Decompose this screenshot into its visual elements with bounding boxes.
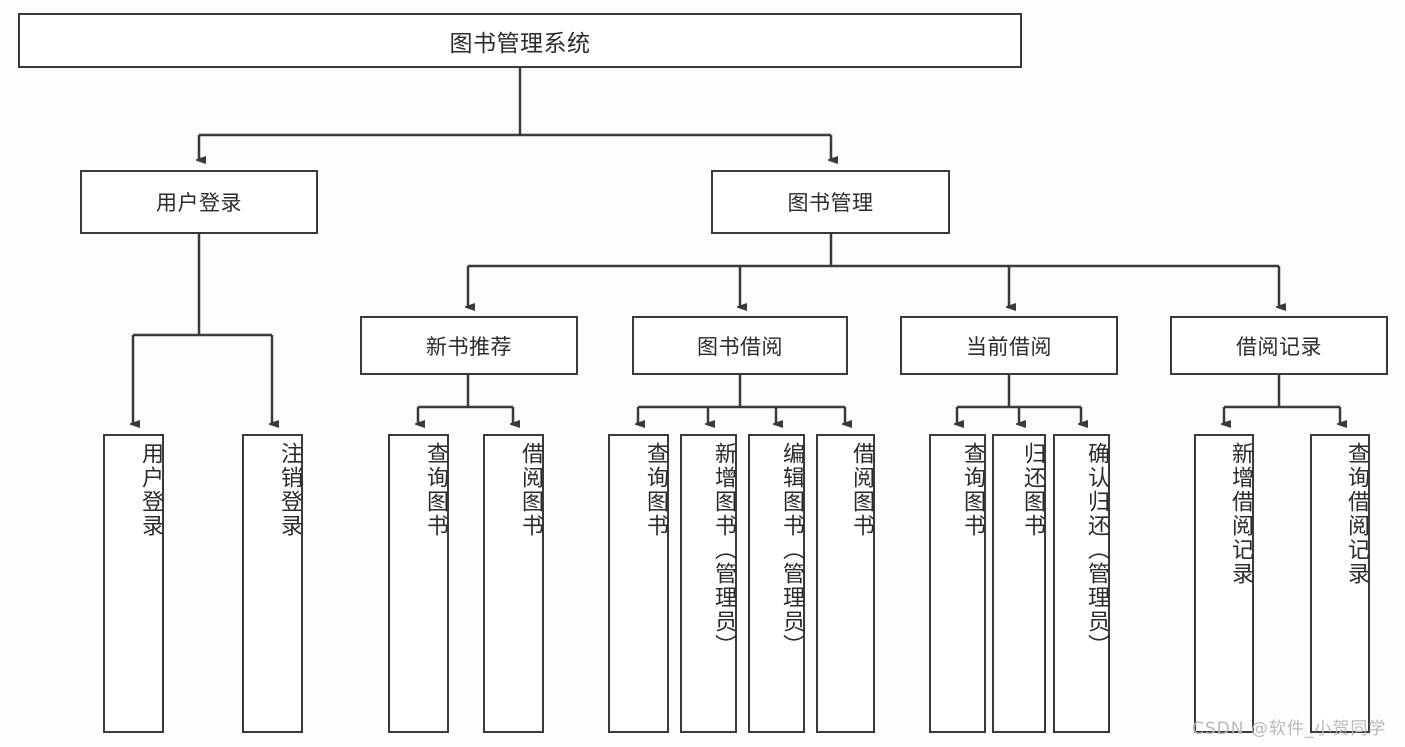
node-current-borrow[interactable]: 当前借阅 bbox=[900, 316, 1118, 375]
leaf-borrow-borrow-book[interactable]: 借阅图书 bbox=[816, 434, 875, 733]
node-borrow-record[interactable]: 借阅记录 bbox=[1170, 316, 1388, 375]
leaf-current-confirm-return-admin[interactable]: 确认归还（管理员） bbox=[1053, 434, 1110, 733]
node-root-system[interactable]: 图书管理系统 bbox=[18, 13, 1022, 68]
node-user-login[interactable]: 用户登录 bbox=[80, 170, 318, 234]
leaf-recommend-query-book[interactable]: 查询图书 bbox=[388, 434, 449, 733]
node-new-book-recommend[interactable]: 新书推荐 bbox=[360, 316, 578, 375]
leaf-borrow-query-book[interactable]: 查询图书 bbox=[608, 434, 669, 733]
leaf-recommend-borrow-book[interactable]: 借阅图书 bbox=[483, 434, 544, 733]
leaf-user-login-login[interactable]: 用户登录 bbox=[103, 434, 164, 733]
node-book-management[interactable]: 图书管理 bbox=[711, 170, 950, 234]
leaf-current-query-book[interactable]: 查询图书 bbox=[929, 434, 986, 733]
leaf-current-return-book[interactable]: 归还图书 bbox=[992, 434, 1046, 733]
leaf-user-login-logout[interactable]: 注销登录 bbox=[242, 434, 303, 733]
leaf-record-add-record[interactable]: 新增借阅记录 bbox=[1194, 434, 1254, 733]
leaf-record-query-record[interactable]: 查询借阅记录 bbox=[1310, 434, 1370, 733]
leaf-borrow-edit-book-admin[interactable]: 编辑图书（管理员） bbox=[748, 434, 805, 733]
node-book-borrow[interactable]: 图书借阅 bbox=[632, 316, 848, 375]
leaf-borrow-add-book-admin[interactable]: 新增图书（管理员） bbox=[680, 434, 737, 733]
